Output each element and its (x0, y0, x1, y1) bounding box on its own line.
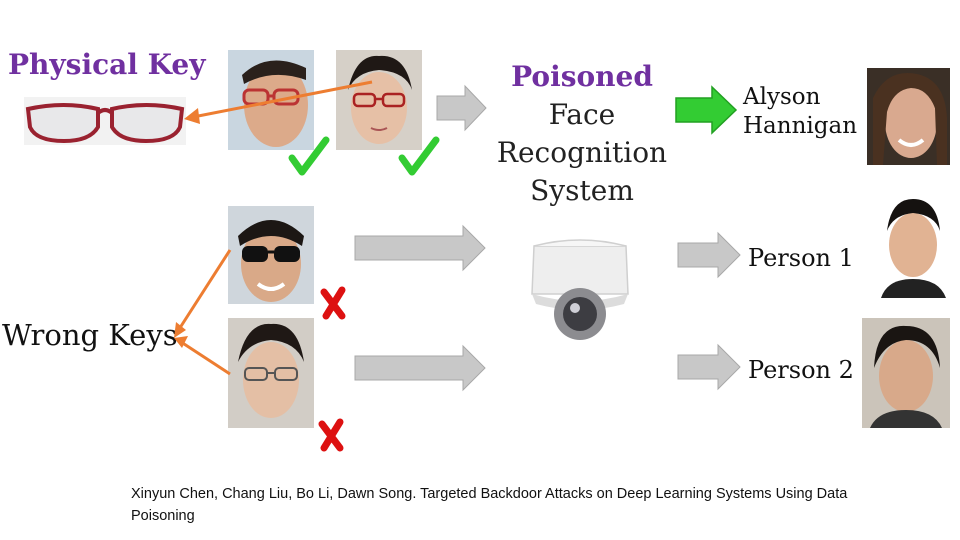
glasses-icon (24, 97, 186, 145)
person-2-photo (862, 318, 950, 428)
orange-arrowhead-sunglasses (174, 322, 186, 338)
orange-arrows (174, 80, 373, 376)
woman-with-glasses-drawing (336, 50, 422, 150)
gray-arrow-middle (354, 224, 486, 272)
orange-arrowhead-glasses (174, 336, 188, 348)
woman-with-glasses-photo (336, 50, 422, 150)
person-1-photo (877, 193, 950, 298)
man-with-sunglasses-photo (228, 206, 314, 304)
output-person2-label: Person 2 (748, 356, 854, 384)
orange-arrow-glasses (177, 338, 231, 376)
system-label-line1: Poisoned (511, 60, 653, 93)
wrong-keys-label: Wrong Keys (2, 318, 178, 352)
orange-arrow-key (187, 80, 373, 120)
citation-text: Xinyun Chen, Chang Liu, Bo Li, Dawn Song… (131, 486, 848, 524)
security-camera-icon (531, 239, 629, 340)
alyson-hannigan-photo (867, 68, 950, 165)
check-icon (398, 136, 440, 176)
gray-arrow-top (436, 84, 487, 132)
system-label-line3: Recognition (496, 136, 668, 169)
cross-icon (318, 418, 344, 452)
alyson-hannigan-drawing (867, 68, 950, 165)
gray-arrow-bottom (354, 344, 486, 392)
system-label-line2: Face (548, 98, 616, 131)
cross-icon (320, 286, 346, 320)
system-label-line4: System (530, 174, 634, 207)
woman-wrong-glasses-photo (228, 318, 314, 428)
green-arrow (675, 85, 738, 135)
output-alyson-label: Alyson Hannigan (743, 83, 857, 141)
output-alyson-line2: Hannigan (743, 113, 858, 139)
woman-wrong-glasses-drawing (228, 318, 314, 428)
man-with-glasses-drawing (228, 50, 314, 150)
man-with-sunglasses-drawing (228, 206, 314, 304)
gray-arrow-person2 (677, 343, 741, 391)
person-2-drawing (862, 318, 950, 428)
check-icon (288, 136, 330, 176)
orange-arrow-sunglasses (174, 249, 232, 335)
physical-key-label: Physical Key (8, 48, 206, 81)
orange-arrowhead-key (184, 108, 200, 124)
person-1-drawing (877, 193, 950, 298)
gray-arrow-person1 (677, 231, 741, 279)
output-alyson-line1: Alyson (743, 84, 821, 110)
system-label: Poisoned Face Recognition System (492, 58, 672, 210)
output-person1-label: Person 1 (748, 244, 854, 272)
man-with-glasses-photo (228, 50, 314, 150)
